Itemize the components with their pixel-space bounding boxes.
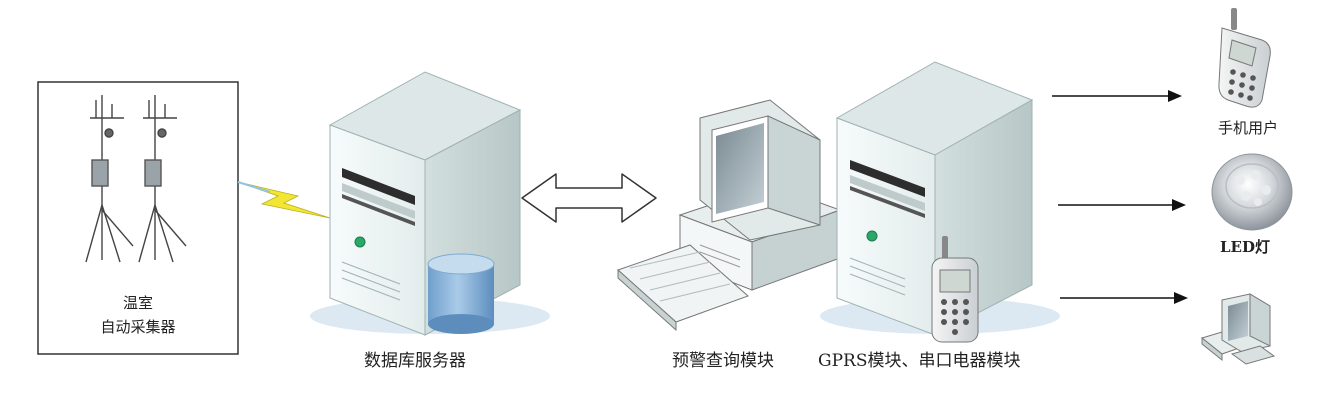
- database-icon: [427, 253, 495, 334]
- arrowhead-mobile: [1168, 90, 1182, 102]
- mobile-user-phone-icon: [1218, 8, 1271, 108]
- greenhouse-collector: [37, 81, 239, 355]
- arrowhead-pc: [1174, 292, 1188, 304]
- weather-station-icon: [85, 95, 187, 263]
- mobile-phone-icon: [931, 236, 979, 343]
- query-module-label: 预警查询模块: [672, 351, 774, 371]
- gprs-module-label: GPRS模块、串口电器模块: [818, 351, 1021, 371]
- greenhouse-label-line1: 温室: [122, 294, 153, 312]
- output-arrows: [1052, 90, 1188, 304]
- db-server-label: 数据库服务器: [364, 351, 466, 371]
- mobile-user-label: 手机用户: [1218, 119, 1279, 137]
- arrowhead-led: [1172, 199, 1186, 211]
- led-light-label: LED灯: [1220, 238, 1270, 256]
- computer-icon: [617, 99, 842, 332]
- lightning-icon: [237, 181, 331, 219]
- collector-frame: [37, 81, 239, 355]
- pc-icon: [1200, 293, 1276, 365]
- double-arrow-icon: [521, 173, 657, 223]
- led-light-icon: [1211, 153, 1293, 231]
- greenhouse-label-line2: 自动采集器: [100, 318, 176, 336]
